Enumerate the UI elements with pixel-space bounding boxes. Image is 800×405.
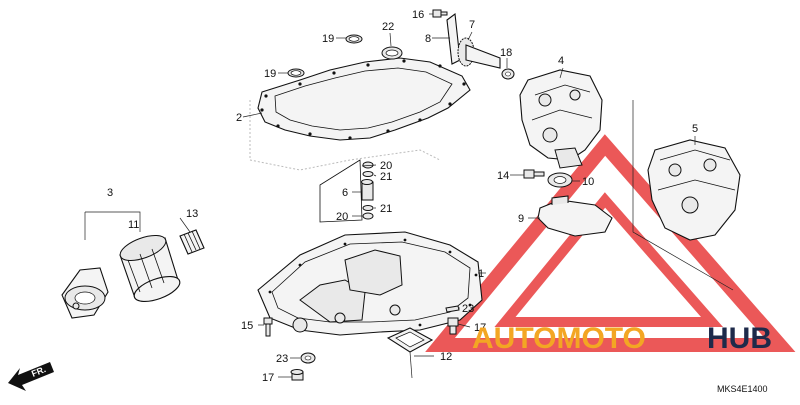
label-part-5: 5	[692, 123, 698, 135]
label-part-1: 1	[478, 268, 484, 280]
label-part-17-right: 17	[474, 322, 486, 334]
oil-filter-11	[119, 235, 181, 303]
label-part-4: 4	[558, 55, 564, 67]
collar-6	[361, 179, 374, 201]
label-part-8: 8	[425, 33, 431, 45]
label-part-18: 18	[500, 47, 512, 59]
watermark-text-automoto: AUTOMOTO	[472, 322, 646, 355]
gear-shaft-7	[457, 37, 501, 69]
label-part-7: 7	[469, 19, 475, 31]
label-part-12: 12	[440, 351, 452, 363]
bolt-16	[432, 9, 448, 18]
gasket-12	[386, 327, 434, 379]
bolt-15	[263, 317, 273, 337]
nipple-13	[179, 229, 205, 255]
label-part-21-bottom: 21	[380, 203, 392, 215]
watermark-logo: AUTOMOTO HUB	[472, 322, 772, 355]
bolt-14	[523, 169, 545, 179]
gasket-part	[249, 57, 471, 171]
leader-lines	[179, 13, 696, 378]
strainer-9	[537, 195, 613, 237]
part-labels: 1 2 3 4 5 6 7 8 9 10 11 12 13 14 15 16 1…	[107, 9, 698, 384]
label-part-10: 10	[582, 176, 594, 188]
label-part-11: 11	[128, 219, 139, 231]
label-part-17-bottom: 17	[262, 372, 274, 384]
label-part-20-bottom: 20	[336, 211, 348, 223]
seal-10	[547, 172, 573, 188]
label-part-3: 3	[107, 187, 113, 199]
oil-filter-wrench-3	[61, 267, 109, 319]
oil-pump-4	[519, 69, 603, 169]
watermark-text-hub: HUB	[707, 322, 772, 355]
label-part-19-left: 19	[264, 68, 276, 80]
plug-17-bottom	[290, 369, 304, 381]
label-part-13: 13	[186, 208, 198, 220]
label-part-6: 6	[342, 187, 348, 199]
label-part-2: 2	[236, 112, 242, 124]
label-part-22: 22	[382, 21, 394, 33]
label-part-23-right: 23	[462, 303, 474, 315]
oil-pan-1	[257, 231, 483, 336]
label-part-15: 15	[241, 320, 253, 332]
watermark-triangle	[425, 134, 796, 352]
label-part-14: 14	[497, 170, 509, 182]
washer-23-bottom	[300, 352, 316, 364]
drawing-code: MKS4E1400	[717, 384, 768, 394]
label-part-21-top: 21	[380, 171, 392, 183]
plug-17-right	[447, 317, 459, 335]
oil-pump-5-detail	[632, 100, 741, 291]
front-direction-arrow: FR.	[8, 362, 54, 391]
label-part-23-bottom: 23	[276, 353, 288, 365]
label-part-9: 9	[518, 213, 524, 225]
label-part-20-top: 20	[380, 160, 392, 172]
label-part-19-top: 19	[322, 33, 334, 45]
pin-23-right	[445, 305, 460, 313]
label-part-16: 16	[412, 9, 424, 21]
